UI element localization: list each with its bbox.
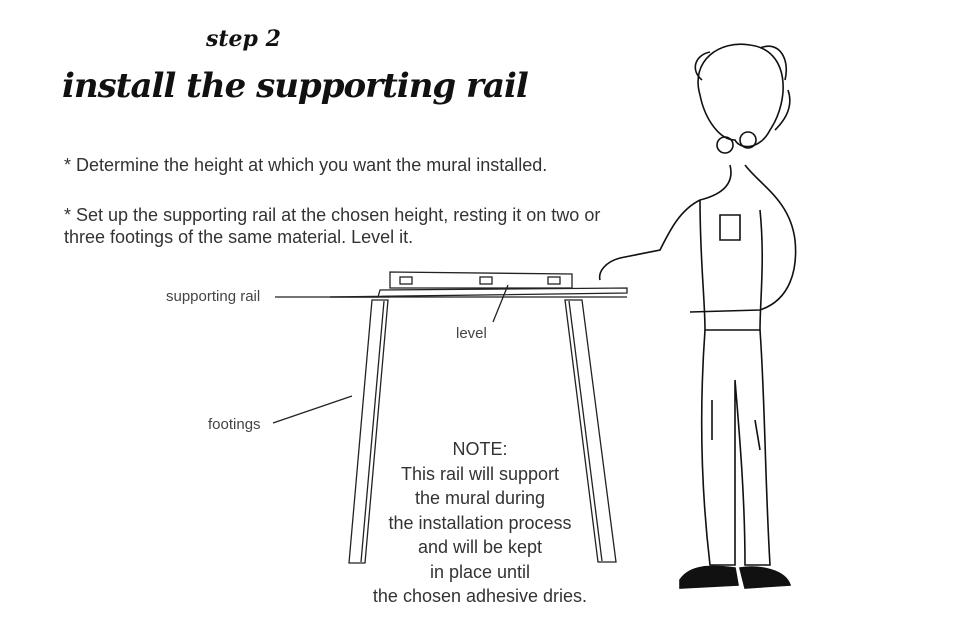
note-line: the mural during: [414, 488, 546, 508]
note-line: the installation process: [388, 512, 572, 533]
note-title: NOTE:: [452, 439, 508, 459]
label-level: level: [456, 325, 487, 342]
note-line: This rail will support: [400, 463, 560, 484]
instruction-2: * Set up the supporting rail at the chos…: [64, 205, 601, 247]
page-title: install the supporting rail: [62, 66, 529, 106]
label-supporting-rail: supporting rail: [166, 288, 261, 305]
note-line: in place until: [429, 561, 531, 582]
man-illustration: [598, 43, 797, 589]
spirit-level: [389, 271, 573, 289]
note-box: NOTE: This rail will support the mural d…: [350, 437, 610, 609]
note-line: the chosen adhesive dries.: [372, 586, 588, 606]
supporting-rail: [329, 287, 628, 298]
label-footings: footings: [208, 416, 261, 433]
step-number: step 2: [206, 26, 281, 52]
instruction-1: * Determine the height at which you want…: [64, 155, 548, 175]
note-line: and will be kept: [417, 537, 543, 557]
